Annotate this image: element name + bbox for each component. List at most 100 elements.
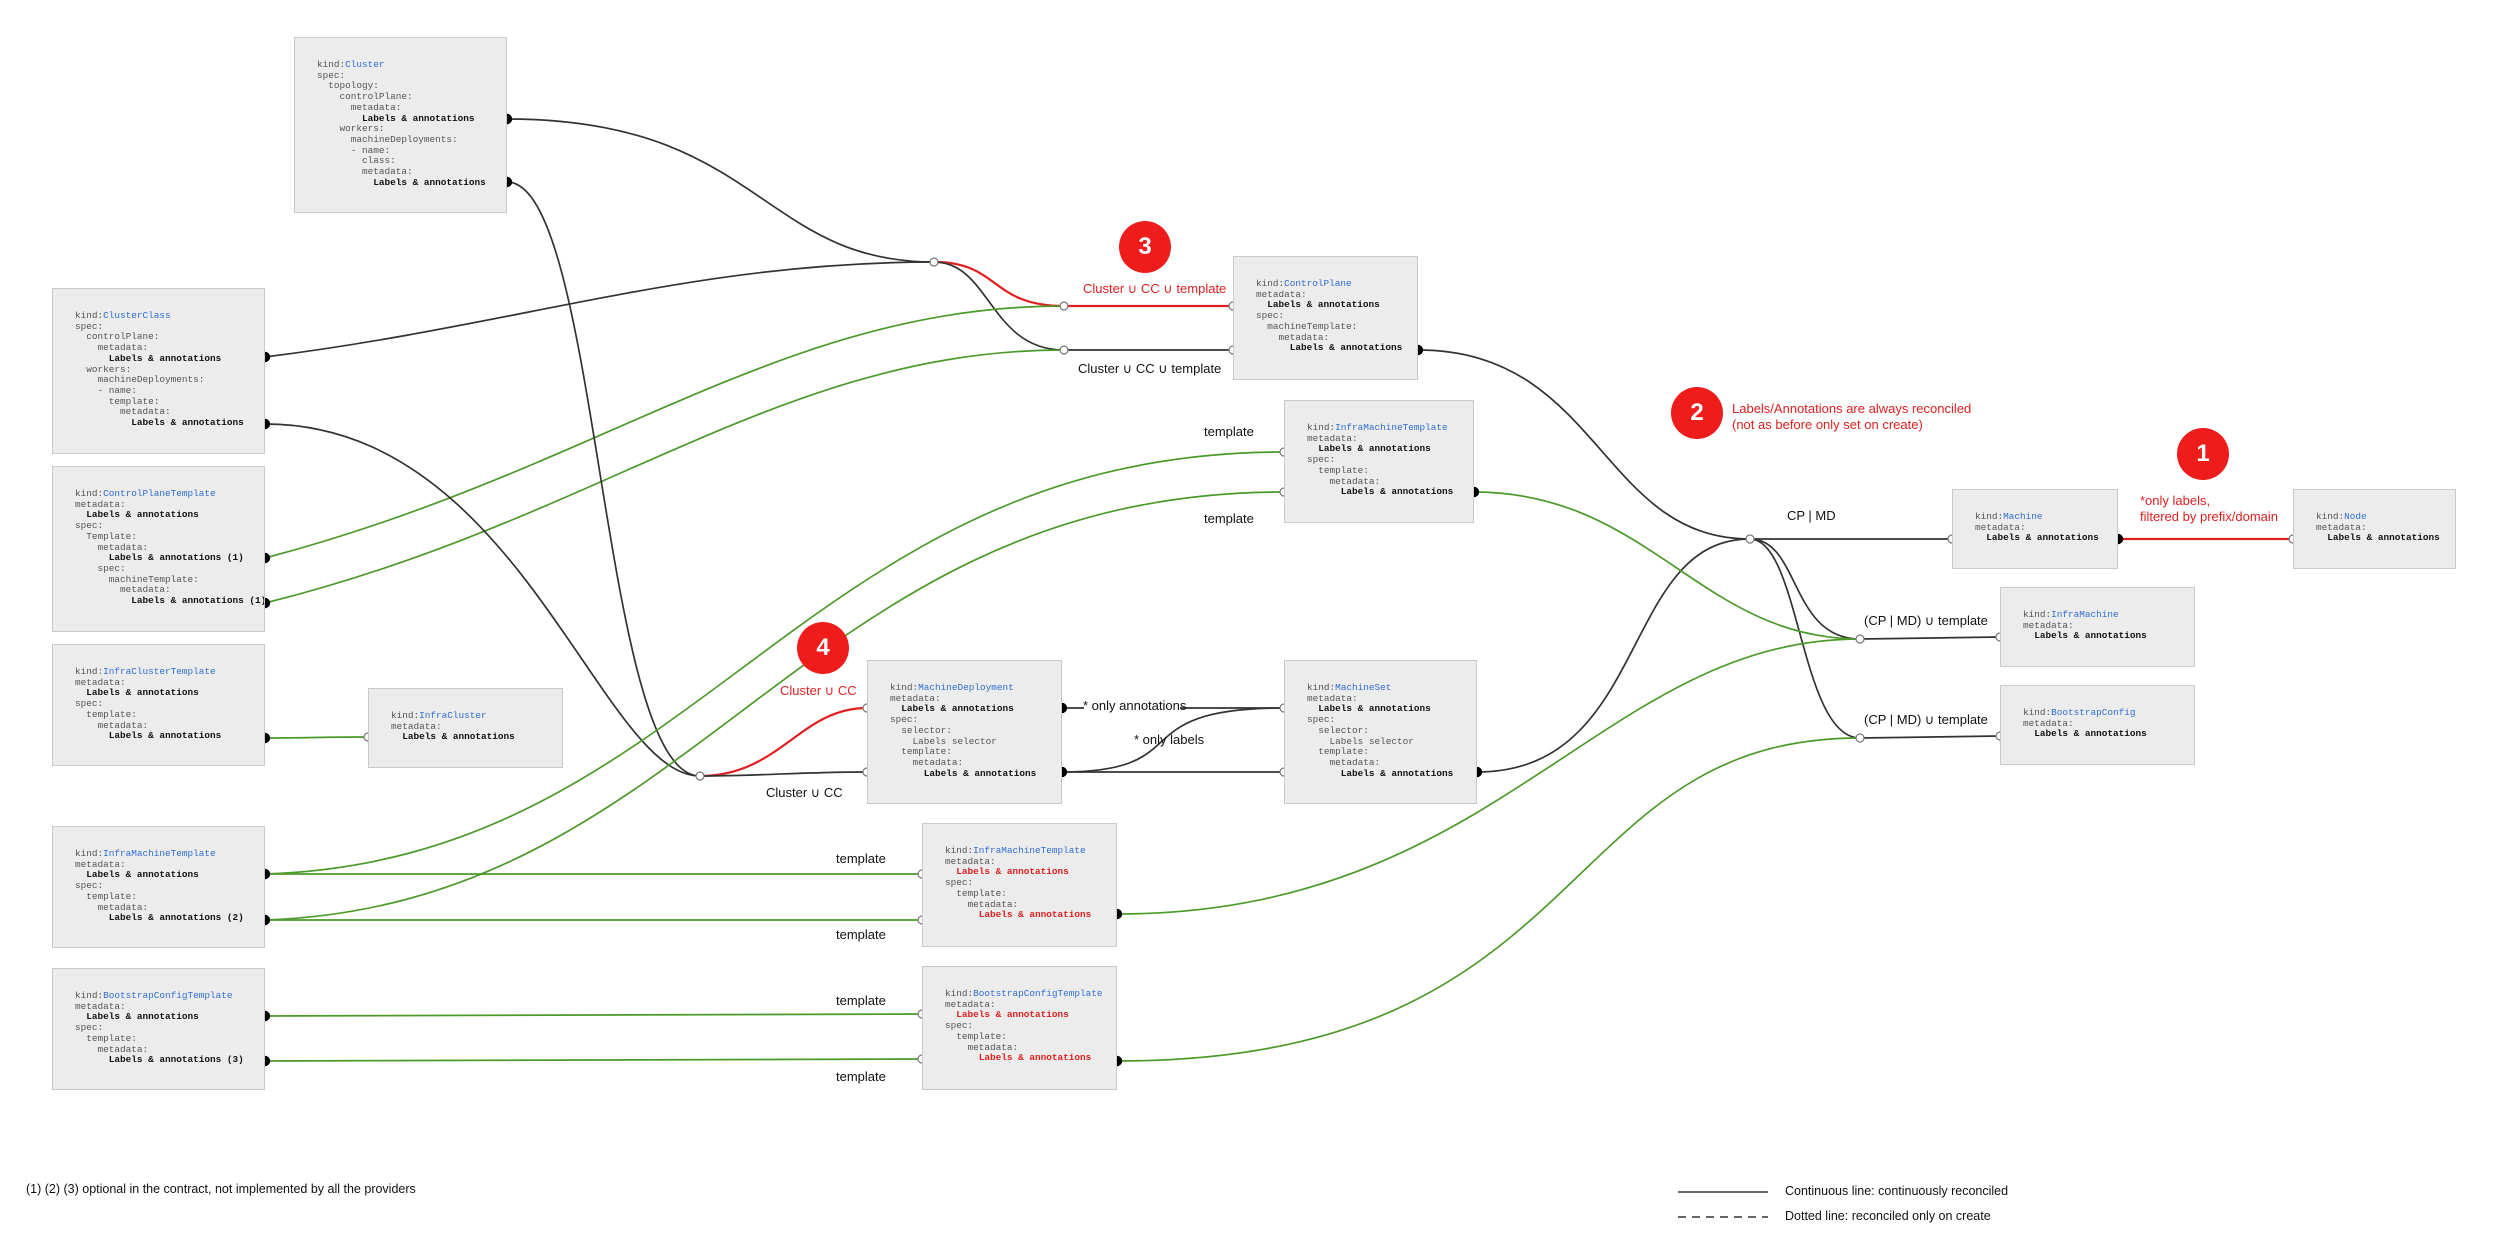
card-line: metadata:	[945, 1041, 1019, 1053]
kind-value: InfraMachine	[2051, 609, 2119, 620]
card-line: Labels & annotations (3)	[75, 1054, 244, 1066]
card-line: metadata:	[1307, 692, 1358, 704]
card-line: metadata:	[75, 498, 126, 510]
card-line: Labels & annotations	[945, 1052, 1092, 1064]
card-line: spec:	[75, 698, 104, 710]
note-always-reconciled: Labels/Annotations are always reconciled…	[1732, 401, 1971, 433]
badge-3: 3	[1119, 221, 1171, 273]
kind-key: kind:	[75, 666, 104, 677]
footer-optional-note: (1) (2) (3) optional in the contract, no…	[26, 1182, 416, 1196]
card-line: Labels & annotations	[945, 866, 1069, 878]
card-kind-line: kind:MachineSet	[1307, 682, 1456, 694]
dot-cp-merge-black	[1059, 345, 1069, 355]
card-line: metadata:	[75, 541, 149, 553]
card-kind-line: kind:Cluster	[317, 59, 486, 71]
card-line: spec:	[75, 562, 126, 574]
card-line: metadata:	[75, 719, 149, 731]
card-line: spec:	[1307, 714, 1336, 726]
card-kind-line: kind:InfraClusterTemplate	[75, 666, 244, 678]
card-line: Labels & annotations	[317, 176, 486, 188]
kind-key: kind:	[2023, 707, 2052, 718]
card-line: Labels & annotations	[890, 703, 1014, 715]
note-always-reconciled-line2: (not as before only set on create)	[1732, 417, 1923, 432]
card-line: template:	[75, 708, 137, 720]
card-line: selector:	[890, 724, 952, 736]
card-line: Labels & annotations	[75, 730, 222, 742]
note-always-reconciled-line1: Labels/Annotations are always reconciled	[1732, 401, 1972, 416]
card-line: metadata:	[75, 342, 149, 354]
kind-value: BootstrapConfigTemplate	[103, 990, 233, 1001]
wire-cc-to-cp-junction	[264, 261, 935, 358]
card-kind-line: kind:ControlPlane	[1256, 278, 1397, 290]
card-kind-line: kind:ControlPlaneTemplate	[75, 488, 244, 500]
card-line: Labels & annotations (1)	[75, 595, 265, 607]
wire-bct-mid-to-bc-junction	[1116, 737, 1861, 1062]
card-line: spec:	[890, 714, 919, 726]
dot-cp-md-junction	[1745, 534, 1755, 544]
card-line: metadata:	[1256, 331, 1330, 343]
card-line: Labels & annotations	[1256, 342, 1403, 354]
card-line: spec:	[75, 1022, 104, 1034]
card-line: metadata:	[75, 858, 126, 870]
kind-key: kind:	[1307, 682, 1336, 693]
kind-key: kind:	[75, 310, 104, 321]
card-line: topology:	[317, 80, 379, 92]
kind-key: kind:	[317, 59, 346, 70]
kind-key: kind:	[1975, 511, 2004, 522]
card-line: workers:	[75, 363, 132, 375]
wire-imt-left-to-right-1	[264, 451, 1285, 875]
kind-key: kind:	[945, 845, 974, 856]
wire-md-labels	[1061, 707, 1285, 773]
card-line: template:	[945, 1030, 1007, 1042]
card-line: Labels & annotations	[75, 687, 199, 699]
wire-bct-left-to-mid-1	[264, 1013, 923, 1017]
card-line: Labels & annotations	[75, 509, 199, 521]
kind-key: kind:	[945, 988, 974, 999]
dot-cp-junction	[929, 257, 939, 267]
card-kind-line: kind:ClusterClass	[75, 310, 244, 322]
wire-cp-to-junction	[1417, 349, 1751, 540]
card-line: metadata:	[317, 166, 413, 178]
legend-continuous-text: Continuous line: continuously reconciled	[1785, 1184, 2009, 1198]
card-line: metadata:	[75, 406, 171, 418]
card-line: metadata:	[391, 720, 442, 732]
card-line: metadata:	[75, 1000, 126, 1012]
card-kind-line: kind:InfraMachineTemplate	[1307, 422, 1453, 434]
card-line: Labels & annotations	[2023, 728, 2147, 740]
card-line: template:	[1307, 746, 1369, 758]
card-line: template:	[75, 1032, 137, 1044]
kind-key: kind:	[2316, 511, 2345, 522]
badge-1: 1	[2177, 428, 2229, 480]
card-line: metadata:	[75, 1043, 149, 1055]
card-line: Labels & annotations (1)	[75, 552, 244, 564]
kind-key: kind:	[1256, 278, 1285, 289]
kind-key: kind:	[1307, 422, 1336, 433]
card-kind-line: kind:BootstrapConfigTemplate	[945, 988, 1103, 1000]
card-line: Labels & annotations	[890, 767, 1037, 779]
dot-im-junction	[1855, 634, 1865, 644]
card-line: spec:	[945, 877, 974, 889]
kind-value: Machine	[2003, 511, 2043, 522]
card-infra-cluster-template: kind:InfraClusterTemplate metadata: Label…	[52, 644, 265, 766]
kind-value: InfraMachineTemplate	[103, 848, 216, 859]
edge-label-cp-md: CP | MD	[1787, 508, 1836, 523]
wire-junction-to-im-junction	[1749, 538, 1861, 640]
card-kind-line: kind:InfraMachine	[2023, 609, 2174, 621]
edge-label-bootstrap-config-merge: (CP | MD) ∪ template	[1864, 712, 1988, 727]
card-control-plane: kind:ControlPlane metadata: Labels & anno…	[1233, 256, 1418, 380]
wire-im-junction-to-im	[1859, 636, 2001, 640]
card-line: workers:	[317, 123, 385, 135]
wire-cc-to-md-junction	[264, 423, 701, 777]
card-line: template:	[75, 890, 137, 902]
legend-dotted-text: Dotted line: reconciled only on create	[1785, 1209, 1991, 1223]
card-line: spec:	[1307, 454, 1336, 466]
card-line: template:	[1307, 464, 1369, 476]
